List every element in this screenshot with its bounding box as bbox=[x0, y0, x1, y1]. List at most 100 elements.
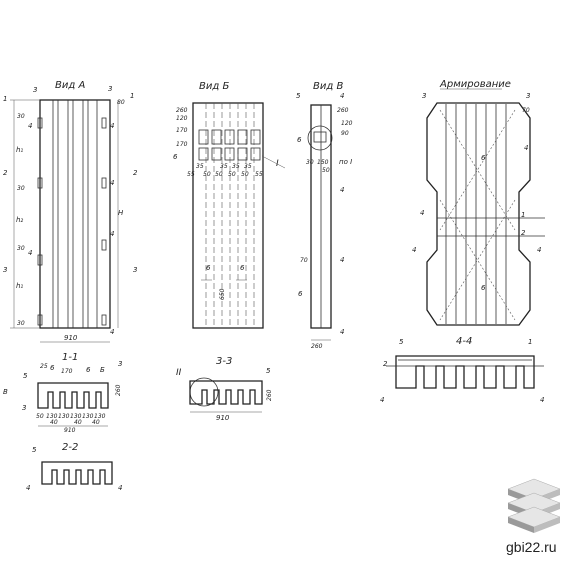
dim-30-d: 30 bbox=[17, 320, 25, 327]
dim-50-b4: 50 bbox=[241, 171, 249, 178]
mark-4-s2-right: 4 bbox=[118, 484, 122, 492]
dim-30-a: 30 bbox=[17, 113, 25, 120]
dim-150-v: 150 bbox=[317, 159, 329, 166]
section-2-2-title: 2-2 bbox=[62, 442, 78, 453]
cut-3-right: 3 bbox=[133, 266, 137, 274]
dim-50-s1: 50 bbox=[36, 413, 44, 420]
dim-130-s1c: 130 bbox=[70, 413, 82, 420]
node-i-circle bbox=[307, 125, 333, 151]
mark-1-s4: 1 bbox=[528, 338, 532, 346]
dim-50-b3: 50 bbox=[228, 171, 236, 178]
view-v-title: Вид В bbox=[313, 81, 343, 92]
dim-260-s1: 260 bbox=[115, 384, 122, 396]
dim-130-s1d: 130 bbox=[82, 413, 94, 420]
mark-6-s1a: 6 bbox=[50, 364, 55, 372]
mark-2-r: 2 bbox=[521, 229, 526, 237]
dim-260-b: 260 bbox=[176, 107, 188, 114]
dim-170-s1: 170 bbox=[61, 368, 73, 375]
dim-910-a: 910 bbox=[64, 334, 78, 342]
dim-910-s1: 910 bbox=[64, 427, 76, 434]
mark-3-a-right: 3 bbox=[108, 85, 112, 93]
section-4-4-shape bbox=[395, 355, 535, 389]
mark-v: В bbox=[3, 388, 8, 396]
dim-35-b1: 35 bbox=[196, 163, 204, 170]
section-4-4: 4-4 5 1 2 4 4 bbox=[380, 336, 544, 404]
mark-5-v: 5 bbox=[296, 92, 301, 100]
reinforcement-view: Армирование 3 3 70 4 6 4 1 2 4 4 6 bbox=[412, 79, 545, 326]
dim-650-b: 650 bbox=[219, 288, 226, 300]
mark-6-r-top: 6 bbox=[481, 154, 486, 162]
dim-260-v: 260 bbox=[337, 107, 349, 114]
node-ii-label: II bbox=[176, 368, 182, 378]
dim-70-v: 70 bbox=[300, 257, 308, 264]
node-po-i-label: по I bbox=[339, 158, 352, 166]
dim-170-b1: 170 bbox=[176, 127, 188, 134]
dim-55-b2: 55 bbox=[255, 171, 263, 178]
section-2-2-shape bbox=[41, 461, 113, 485]
watermark-site: gbi22.ru bbox=[506, 539, 557, 555]
section-3-3: 3-3 II 5 260 910 bbox=[176, 356, 273, 422]
dim-170-b2: 170 bbox=[176, 141, 188, 148]
mark-5-s3: 5 bbox=[266, 367, 271, 375]
dim-50-b2: 50 bbox=[215, 171, 223, 178]
mark-4-r-l1: 4 bbox=[420, 209, 424, 217]
dim-910-s3: 910 bbox=[216, 414, 230, 422]
mark-3-a-left: 3 bbox=[33, 86, 37, 94]
dim-25-s1: 25 bbox=[40, 363, 48, 370]
mark-4-a-left: 4 bbox=[28, 249, 32, 257]
dim-70-r: 70 bbox=[522, 107, 530, 114]
mark-b: Б bbox=[100, 366, 105, 374]
mark-4-v-top: 4 bbox=[340, 92, 344, 100]
mark-4-a-r2: 4 bbox=[110, 179, 114, 187]
dim-80-a: 80 bbox=[117, 99, 125, 106]
dim-h1-a: h₁ bbox=[16, 146, 23, 154]
dim-40-s1b: 40 bbox=[74, 419, 82, 426]
mark-4-s4-left: 4 bbox=[380, 396, 384, 404]
section-4-4-title: 4-4 bbox=[456, 336, 472, 347]
cut-1-top-right: 1 bbox=[130, 92, 134, 100]
mark-4-a-l1: 4 bbox=[28, 122, 32, 130]
cut-2-right: 2 bbox=[133, 169, 138, 177]
mark-4-v-bot: 4 bbox=[340, 328, 344, 336]
dim-55-b1: 55 bbox=[187, 171, 195, 178]
mark-4-a-r1: 4 bbox=[110, 122, 114, 130]
reinforcement-title: Армирование bbox=[439, 79, 511, 90]
dim-30-c: 30 bbox=[17, 245, 25, 252]
mark-6-s1b: 6 bbox=[86, 366, 91, 374]
mark-4-a-r3: 4 bbox=[110, 230, 114, 238]
cut-1-top-left: 1 bbox=[3, 95, 7, 103]
mark-1-r: 1 bbox=[521, 211, 525, 219]
mark-4-r-r1: 4 bbox=[524, 144, 528, 152]
mark-5-s4: 5 bbox=[399, 338, 404, 346]
mark-4-r-r2: 4 bbox=[537, 246, 541, 254]
section-1-1-shape bbox=[37, 382, 109, 409]
section-3-3-shape bbox=[189, 380, 263, 405]
cut-2-left: 2 bbox=[3, 169, 8, 177]
dim-35-b2: 35 bbox=[220, 163, 228, 170]
view-b-title: Вид Б bbox=[199, 81, 229, 92]
mark-4-s4-right: 4 bbox=[540, 396, 544, 404]
view-v: Вид В 5 4 260 120 90 6 30 150 по I 50 4 … bbox=[296, 81, 353, 350]
dim-h1-b: h₁ bbox=[16, 282, 23, 290]
mark-3-r-left: 3 bbox=[422, 92, 426, 100]
view-a-outline bbox=[39, 99, 111, 329]
dim-50-b1: 50 bbox=[203, 171, 211, 178]
mark-6-r-bot: 6 bbox=[481, 284, 486, 292]
dim-130-s1b: 130 bbox=[58, 413, 70, 420]
mark-4-a-r4: 4 bbox=[110, 328, 114, 336]
mark-3-r-right: 3 bbox=[526, 92, 530, 100]
mark-4-r-l2: 4 bbox=[412, 246, 416, 254]
section-1-1: 1-1 25 6 170 6 Б 3 В 5 3 260 50 130 130 … bbox=[3, 352, 122, 434]
mark-6-b-mid: 6 bbox=[206, 264, 211, 272]
dim-30-b: 30 bbox=[17, 185, 25, 192]
dim-120-b: 120 bbox=[176, 115, 188, 122]
dim-130-s1a: 130 bbox=[46, 413, 58, 420]
view-b: Вид Б 260 120 170 170 6 55 50 50 50 50 5… bbox=[173, 81, 286, 329]
mark-4-s2-left: 4 bbox=[26, 484, 30, 492]
stacked-slabs-icon bbox=[507, 478, 561, 533]
section-3-3-title: 3-3 bbox=[216, 356, 232, 367]
mark-5-s1: 5 bbox=[23, 372, 28, 380]
reinforcement-outline bbox=[426, 102, 531, 326]
dim-30-v1: 30 bbox=[306, 159, 314, 166]
